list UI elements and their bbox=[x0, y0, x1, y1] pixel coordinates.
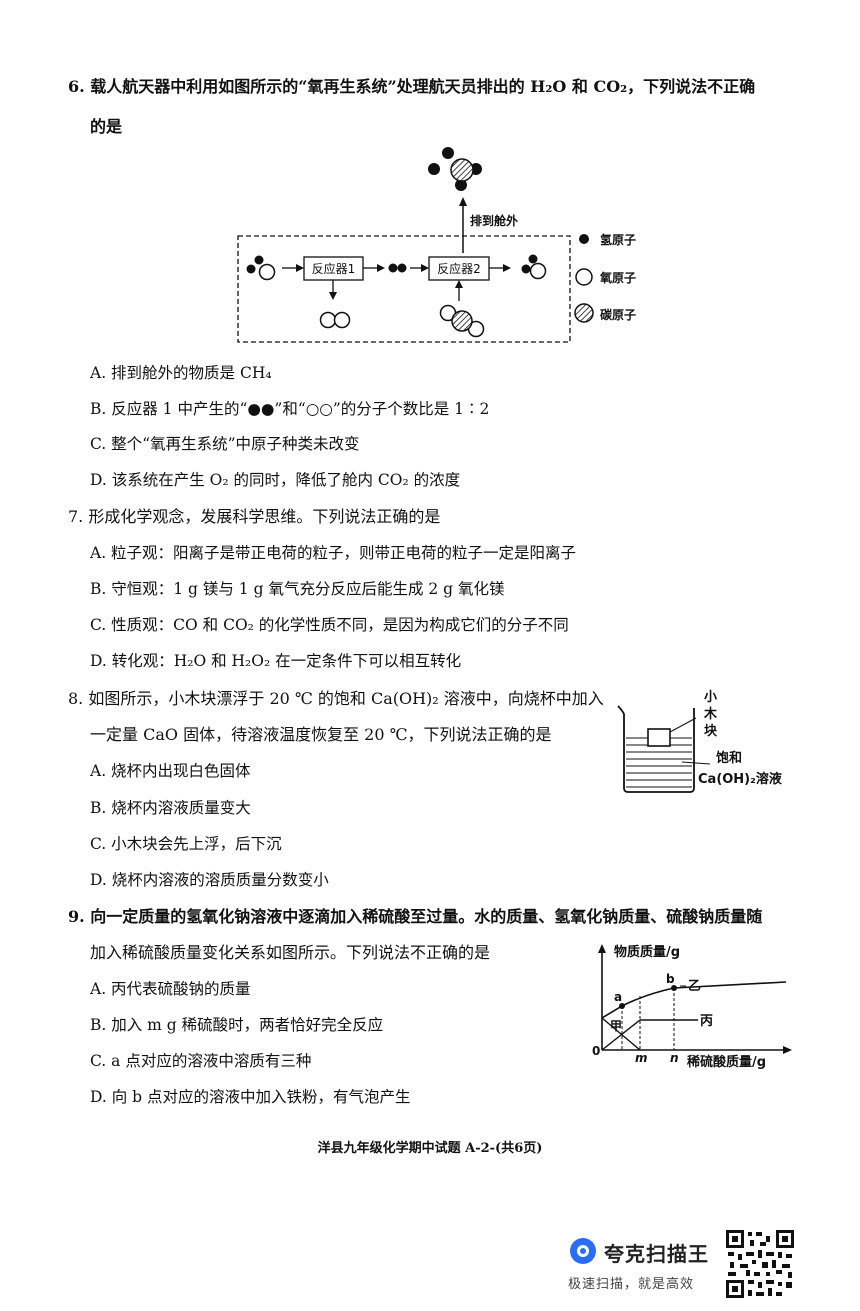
q7-option-d: D. 转化观：H₂O 和 H₂O₂ 在一定条件下可以相互转化 bbox=[90, 652, 462, 670]
legend-oxygen-label: 氧原子 bbox=[599, 270, 636, 285]
system-boundary-box bbox=[237, 235, 571, 343]
q6-oxygen-regeneration-diagram: 排到舱外 反应器1 反应器2 bbox=[237, 147, 636, 343]
q7-option-a: A. 粒子观：阳离子是带正电荷的粒子，则带正电荷的粒子一定是阳离子 bbox=[90, 544, 577, 562]
q8-stem-line1: 8. 如图所示，小木块漂浮于 20 ℃ 的饱和 Ca(OH)₂ 溶液中，向烧杯中… bbox=[68, 689, 604, 708]
q6-stem-line2: 的是 bbox=[90, 117, 123, 136]
q7-option-b: B. 守恒观：1 g 镁与 1 g 氧气充分反应后能生成 2 g 氧化镁 bbox=[90, 580, 505, 598]
scanner-logo-icon bbox=[570, 1238, 596, 1264]
label-solution-1: 饱和 bbox=[715, 750, 742, 766]
point-a bbox=[619, 1003, 625, 1009]
point-b bbox=[671, 985, 677, 991]
label-block-3: 块 bbox=[704, 723, 718, 739]
scanner-slogan: 极速扫描，就是高效 bbox=[568, 1277, 695, 1292]
tick-n-label: n bbox=[670, 1051, 679, 1065]
q6-option-d: D. 该系统在产生 O₂ 的同时，降低了舱内 CO₂ 的浓度 bbox=[90, 471, 461, 489]
legend-oxygen-icon bbox=[575, 268, 593, 286]
series-yi-label: 乙 bbox=[688, 979, 701, 994]
q6-option-b: B. 反应器 1 中产生的“●●”和“○○”的分子个数比是 1∶2 bbox=[90, 400, 490, 418]
page-footer: 洋县九年级化学期中试题 A-2-(共6页) bbox=[317, 1141, 543, 1156]
h2-molecule-icon bbox=[388, 263, 407, 273]
label-block-2: 木 bbox=[703, 706, 718, 722]
exhaust-label: 排到舱外 bbox=[470, 213, 518, 228]
h2o-output-molecule-icon bbox=[521, 254, 547, 280]
q9-stem-line2: 加入稀硫酸质量变化关系如图所示。下列说法不正确的是 bbox=[90, 943, 491, 962]
q8-beaker-diagram: 小 木 块 饱和 Ca(OH)₂溶液 bbox=[617, 690, 782, 793]
q8-stem-line2: 一定量 CaO 固体，待溶液温度恢复至 20 ℃，下列说法正确的是 bbox=[90, 725, 552, 744]
label-block-1: 小 bbox=[704, 690, 717, 705]
legend-carbon-icon bbox=[574, 303, 594, 323]
reactor-2-label: 反应器2 bbox=[437, 261, 481, 276]
label-solution-2: Ca(OH)₂溶液 bbox=[698, 771, 782, 787]
q9-mass-graph: 物质质量/g 稀硫酸质量/g 0 a b 甲 乙 丙 m n bbox=[592, 944, 792, 1070]
o2-molecule-icon bbox=[319, 311, 351, 329]
point-b-label: b bbox=[666, 972, 675, 986]
q6-option-a: A. 排到舱外的物质是 CH₄ bbox=[90, 364, 272, 382]
q9-option-d: D. 向 b 点对应的溶液中加入铁粉，有气泡产生 bbox=[90, 1088, 411, 1106]
q9-option-b: B. 加入 m g 稀硫酸时，两者恰好完全反应 bbox=[90, 1016, 384, 1034]
x-axis-label: 稀硫酸质量/g bbox=[687, 1054, 766, 1070]
q8-option-c: C. 小木块会先上浮，后下沉 bbox=[90, 835, 282, 853]
scanner-brand-name: 夸克扫描王 bbox=[604, 1242, 709, 1266]
series-jia-line bbox=[601, 1017, 641, 1051]
q9-option-c: C. a 点对应的溶液中溶质有三种 bbox=[90, 1052, 312, 1070]
q6-option-c: C. 整个“氧再生系统”中原子种类未改变 bbox=[90, 435, 360, 453]
q8-option-d: D. 烧杯内溶液的溶质质量分数变小 bbox=[90, 871, 329, 889]
beaker-outline bbox=[617, 705, 695, 793]
point-a-label: a bbox=[614, 990, 622, 1004]
ch4-molecule-icon bbox=[428, 147, 482, 191]
legend-hydrogen-icon bbox=[579, 234, 589, 244]
series-jia-label: 甲 bbox=[610, 1019, 622, 1033]
q8-option-a: A. 烧杯内出现白色固体 bbox=[90, 762, 251, 780]
legend-hydrogen-label: 氢原子 bbox=[600, 232, 636, 247]
q7-stem: 7. 形成化学观念，发展科学思维。下列说法正确的是 bbox=[68, 507, 441, 526]
origin-label: 0 bbox=[592, 1044, 600, 1058]
q9-stem-line1: 9. 向一定质量的氢氧化钠溶液中逐滴加入稀硫酸至过量。水的质量、氢氧化钠质量、硫… bbox=[68, 907, 763, 926]
reactor-1-label: 反应器1 bbox=[312, 261, 356, 276]
q9-option-a: A. 丙代表硫酸钠的质量 bbox=[90, 980, 251, 998]
y-axis-label: 物质质量/g bbox=[614, 944, 680, 960]
series-bing-rise bbox=[601, 1019, 641, 1051]
h2o-molecule-icon bbox=[246, 255, 276, 281]
qr-code-icon bbox=[726, 1230, 794, 1298]
series-bing-label: 丙 bbox=[700, 1014, 713, 1029]
wood-block bbox=[647, 728, 671, 747]
legend-carbon-label: 碳原子 bbox=[600, 307, 636, 322]
q6-stem-line1: 6. 载人航天器中利用如图所示的“氧再生系统”处理航天员排出的 H₂O 和 CO… bbox=[68, 77, 756, 96]
q8-option-b: B. 烧杯内溶液质量变大 bbox=[90, 799, 251, 817]
tick-m-label: m bbox=[635, 1051, 648, 1065]
co2-molecule-icon bbox=[439, 304, 485, 338]
q7-option-c: C. 性质观：CO 和 CO₂ 的化学性质不同，是因为构成它们的分子不同 bbox=[90, 616, 569, 634]
